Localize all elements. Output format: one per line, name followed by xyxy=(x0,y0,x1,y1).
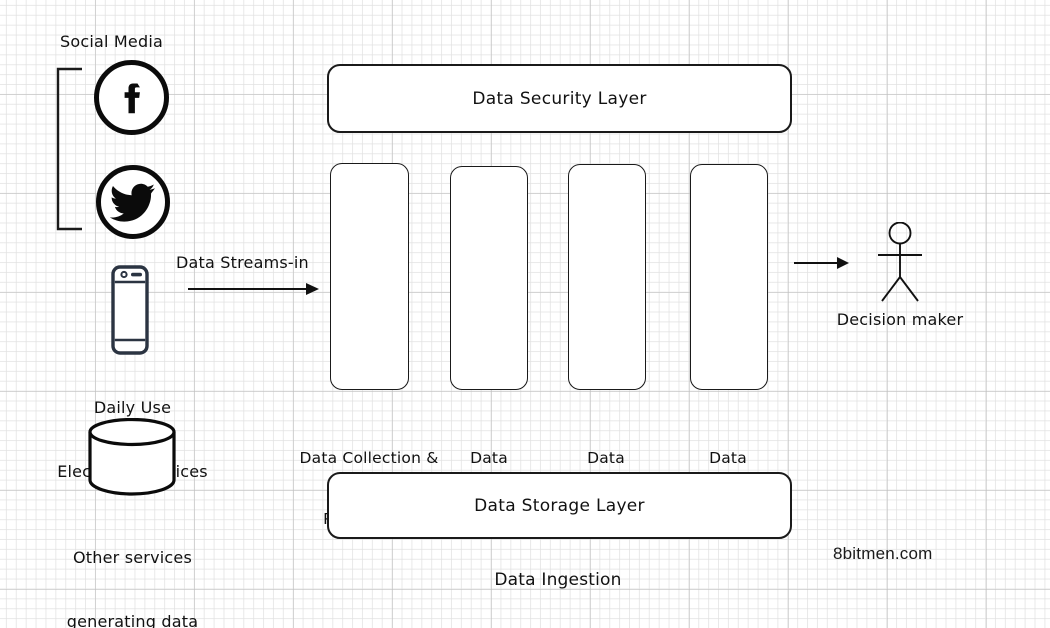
pillar-label-3-line1: Data xyxy=(587,448,625,467)
data-security-layer-label: Data Security Layer xyxy=(472,88,647,109)
database-cylinder-icon xyxy=(88,418,176,496)
decision-maker-arrow xyxy=(794,257,849,269)
pillar-label-1-line1: Data Collection & xyxy=(299,448,439,467)
daily-use-devices-label-line1: Daily Use xyxy=(93,398,172,418)
pillar-label-4-line1: Data xyxy=(709,448,747,467)
twitter-bird-glyph xyxy=(110,183,155,222)
data-storage-layer-box[interactable]: Data Storage Layer xyxy=(327,472,792,539)
smartphone-icon xyxy=(111,265,149,355)
data-ingestion-label: Data Ingestion xyxy=(494,570,622,590)
pillar-data-visualization[interactable] xyxy=(690,164,768,390)
twitter-icon xyxy=(96,165,170,239)
pillar-data-processing[interactable] xyxy=(450,166,528,390)
other-services-label-line1: Other services xyxy=(73,548,192,568)
pillar-data-analytics[interactable] xyxy=(568,164,646,390)
stick-figure-icon xyxy=(878,222,922,302)
data-storage-layer-label: Data Storage Layer xyxy=(474,495,645,516)
data-streams-in-arrow xyxy=(188,283,319,295)
facebook-icon xyxy=(94,60,169,135)
pillar-data-collection-preparation[interactable] xyxy=(330,163,409,390)
pillar-label-2-line1: Data xyxy=(470,448,508,467)
social-media-group-label: Social Media xyxy=(60,32,163,51)
other-services-label-line2: generating data xyxy=(66,611,199,628)
data-streams-in-label: Data Streams-in xyxy=(176,253,309,272)
data-security-layer-box[interactable]: Data Security Layer xyxy=(327,64,792,133)
facebook-glyph xyxy=(124,83,140,114)
decision-maker-label: Decision maker xyxy=(836,310,964,329)
site-watermark: 8bitmen.com xyxy=(833,544,933,563)
social-media-bracket xyxy=(56,67,82,231)
other-services-label: Other services generating data xyxy=(20,505,245,628)
